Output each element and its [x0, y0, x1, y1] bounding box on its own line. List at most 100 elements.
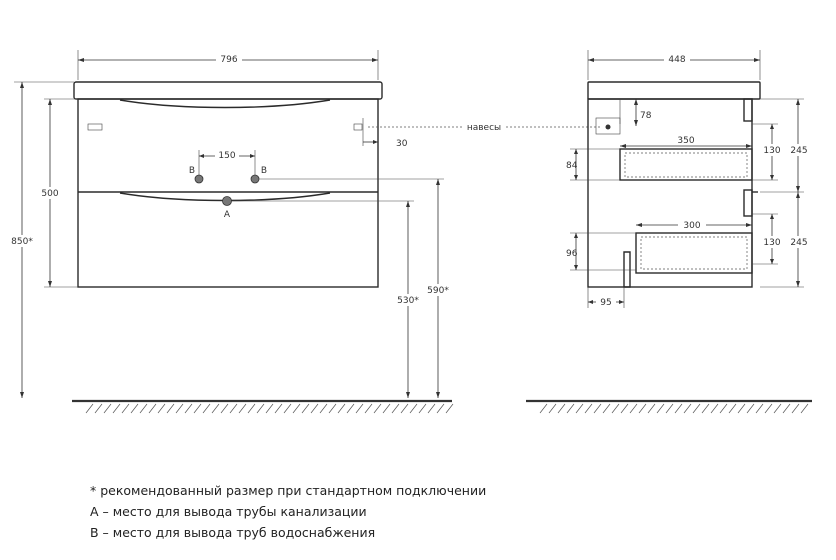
- dim-upper-drawer-depth: 350: [677, 136, 694, 146]
- hatch-stroke: [746, 403, 755, 414]
- hatch-stroke: [355, 403, 364, 414]
- hatch-stroke: [755, 403, 764, 414]
- water-pipe-hole-left: [194, 174, 204, 184]
- side-countertop: [587, 81, 761, 100]
- dim-upper-front-inner: 130: [763, 146, 780, 156]
- hatch-stroke: [301, 403, 310, 414]
- dim-hinge-offset: 30: [396, 139, 408, 149]
- drain-pipe-hole: [222, 196, 232, 206]
- hinges-callout: навесы: [368, 123, 600, 133]
- hatch-stroke: [175, 403, 184, 414]
- dim-upper-front-height: 245: [790, 146, 807, 156]
- hatch-stroke: [112, 403, 121, 414]
- hatch-stroke: [575, 403, 584, 414]
- dim-upper-height: 500: [41, 189, 58, 199]
- hatch-stroke: [445, 403, 454, 414]
- hatch-stroke: [247, 403, 256, 414]
- dim-side-depth: 448: [668, 55, 685, 65]
- hatch-stroke: [364, 403, 373, 414]
- dim-upper-drawer-inner: 84: [566, 161, 578, 171]
- hatch-stroke: [130, 403, 139, 414]
- hatch-stroke: [620, 403, 629, 414]
- hatch-stroke: [400, 403, 409, 414]
- hatch-stroke: [310, 403, 319, 414]
- front-view: 796 150 B B A 30: [6, 50, 454, 414]
- hatch-stroke: [220, 403, 229, 414]
- dim-lower-front-height: 245: [790, 238, 807, 248]
- legend: * рекомендованный размер при стандартном…: [90, 480, 486, 543]
- lower-drawer-box: [635, 232, 753, 274]
- hatch-stroke: [382, 403, 391, 414]
- hatch-stroke: [611, 403, 620, 414]
- plumbing-cutout: [623, 251, 631, 288]
- hatch-stroke: [791, 403, 800, 414]
- hatch-stroke: [427, 403, 436, 414]
- water-pipe-hole-right: [250, 174, 260, 184]
- hatch-stroke: [629, 403, 638, 414]
- hatch-stroke: [566, 403, 575, 414]
- hatch-stroke: [193, 403, 202, 414]
- hatch-stroke: [265, 403, 274, 414]
- hatch-stroke: [710, 403, 719, 414]
- hatch-stroke: [319, 403, 328, 414]
- dim-lower-front-inner: 130: [763, 238, 780, 248]
- hatch-stroke: [292, 403, 301, 414]
- hatch-stroke: [701, 403, 710, 414]
- hatch-stroke: [764, 403, 773, 414]
- hatch-stroke: [391, 403, 400, 414]
- hatch-stroke: [593, 403, 602, 414]
- hatch-stroke: [283, 403, 292, 414]
- hatch-stroke: [274, 403, 283, 414]
- hinge-bracket: [595, 117, 621, 135]
- hatch-stroke: [782, 403, 791, 414]
- side-view: 448 78 350 84: [526, 50, 812, 414]
- upper-drawer-box: [619, 148, 753, 181]
- hatch-stroke: [85, 403, 94, 414]
- hatch-stroke: [656, 403, 665, 414]
- side-body: [587, 98, 753, 288]
- hatch-stroke: [229, 403, 238, 414]
- hatch-stroke: [737, 403, 746, 414]
- hatch-stroke: [166, 403, 175, 414]
- hatch-stroke: [94, 403, 103, 414]
- dim-drain-height: 530*: [397, 296, 419, 306]
- countertop: [73, 81, 383, 100]
- dim-lower-drawer-inner: 96: [566, 249, 578, 259]
- hatch-stroke: [665, 403, 674, 414]
- dim-hole-spacing: 150: [218, 151, 235, 161]
- hatch-stroke: [373, 403, 382, 414]
- hatch-stroke: [256, 403, 265, 414]
- dim-front-width: 796: [220, 55, 237, 65]
- dim-lower-drawer-depth: 300: [683, 221, 700, 231]
- hatch-stroke: [557, 403, 566, 414]
- hatch-stroke: [139, 403, 148, 414]
- hatch-stroke: [184, 403, 193, 414]
- hatch-stroke: [584, 403, 593, 414]
- hatch-stroke: [548, 403, 557, 414]
- label-b-right: B: [261, 166, 267, 176]
- hatch-stroke: [346, 403, 355, 414]
- dim-total-height: 850*: [11, 237, 33, 247]
- hinge-mark-front: [353, 123, 363, 131]
- hatch-stroke: [148, 403, 157, 414]
- legend-note-recommended: * рекомендованный размер при стандартном…: [90, 483, 487, 498]
- cabinet-body: [77, 98, 379, 288]
- hatch-stroke: [773, 403, 782, 414]
- hatch-stroke: [337, 403, 346, 414]
- hatch-stroke: [647, 403, 656, 414]
- legend-note-drain: А – место для вывода трубы канализации: [90, 504, 367, 519]
- hatch-stroke: [674, 403, 683, 414]
- hatch-stroke: [238, 403, 247, 414]
- hatch-stroke: [157, 403, 166, 414]
- hatch-stroke: [211, 403, 220, 414]
- label-a: A: [224, 210, 231, 220]
- upper-handle-curve: [119, 99, 331, 109]
- hatch-stroke: [683, 403, 692, 414]
- hatch-stroke: [121, 403, 130, 414]
- hatch-stroke: [409, 403, 418, 414]
- hatch-stroke: [328, 403, 337, 414]
- hatch-stroke: [692, 403, 701, 414]
- hatch-stroke: [638, 403, 647, 414]
- label-b-left: B: [189, 166, 195, 176]
- hatch-stroke: [103, 403, 112, 414]
